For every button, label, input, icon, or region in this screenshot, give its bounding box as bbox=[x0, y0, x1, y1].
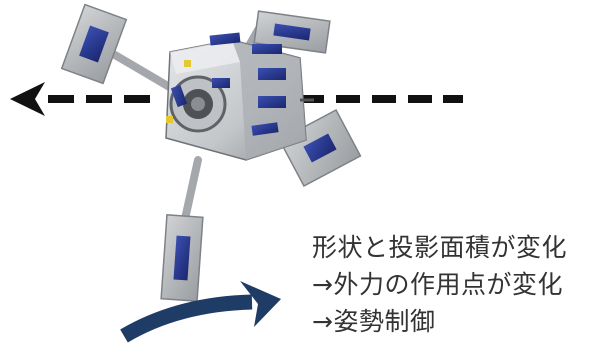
sensor bbox=[184, 60, 191, 67]
caption-line-3: →姿勢制御 bbox=[312, 307, 436, 336]
solar-panel-right bbox=[278, 109, 362, 187]
curved-rotation-arrow-icon bbox=[120, 281, 281, 343]
satellite-body bbox=[165, 32, 314, 161]
sensor bbox=[166, 116, 173, 123]
solar-cell bbox=[173, 235, 191, 281]
rotation-arc bbox=[120, 294, 253, 343]
solar-cell bbox=[273, 23, 311, 41]
rotation-arrow-head bbox=[240, 281, 281, 327]
solar-panel-lower bbox=[160, 214, 204, 302]
solar-panel-upper-left bbox=[60, 3, 128, 85]
arrow-head bbox=[10, 82, 45, 116]
solar-cell bbox=[303, 133, 337, 163]
caption: 形状と投影面積が変化 →外力の作用点が変化 →姿勢制御 bbox=[312, 229, 567, 340]
solar-cell bbox=[79, 25, 109, 63]
body-solar-cells bbox=[170, 32, 286, 136]
caption-line-2: →外力の作用点が変化 bbox=[312, 270, 563, 299]
solar-panel-upper-right bbox=[253, 10, 331, 54]
satellite bbox=[60, 3, 362, 302]
caption-line-1: 形状と投影面積が変化 bbox=[312, 233, 568, 262]
